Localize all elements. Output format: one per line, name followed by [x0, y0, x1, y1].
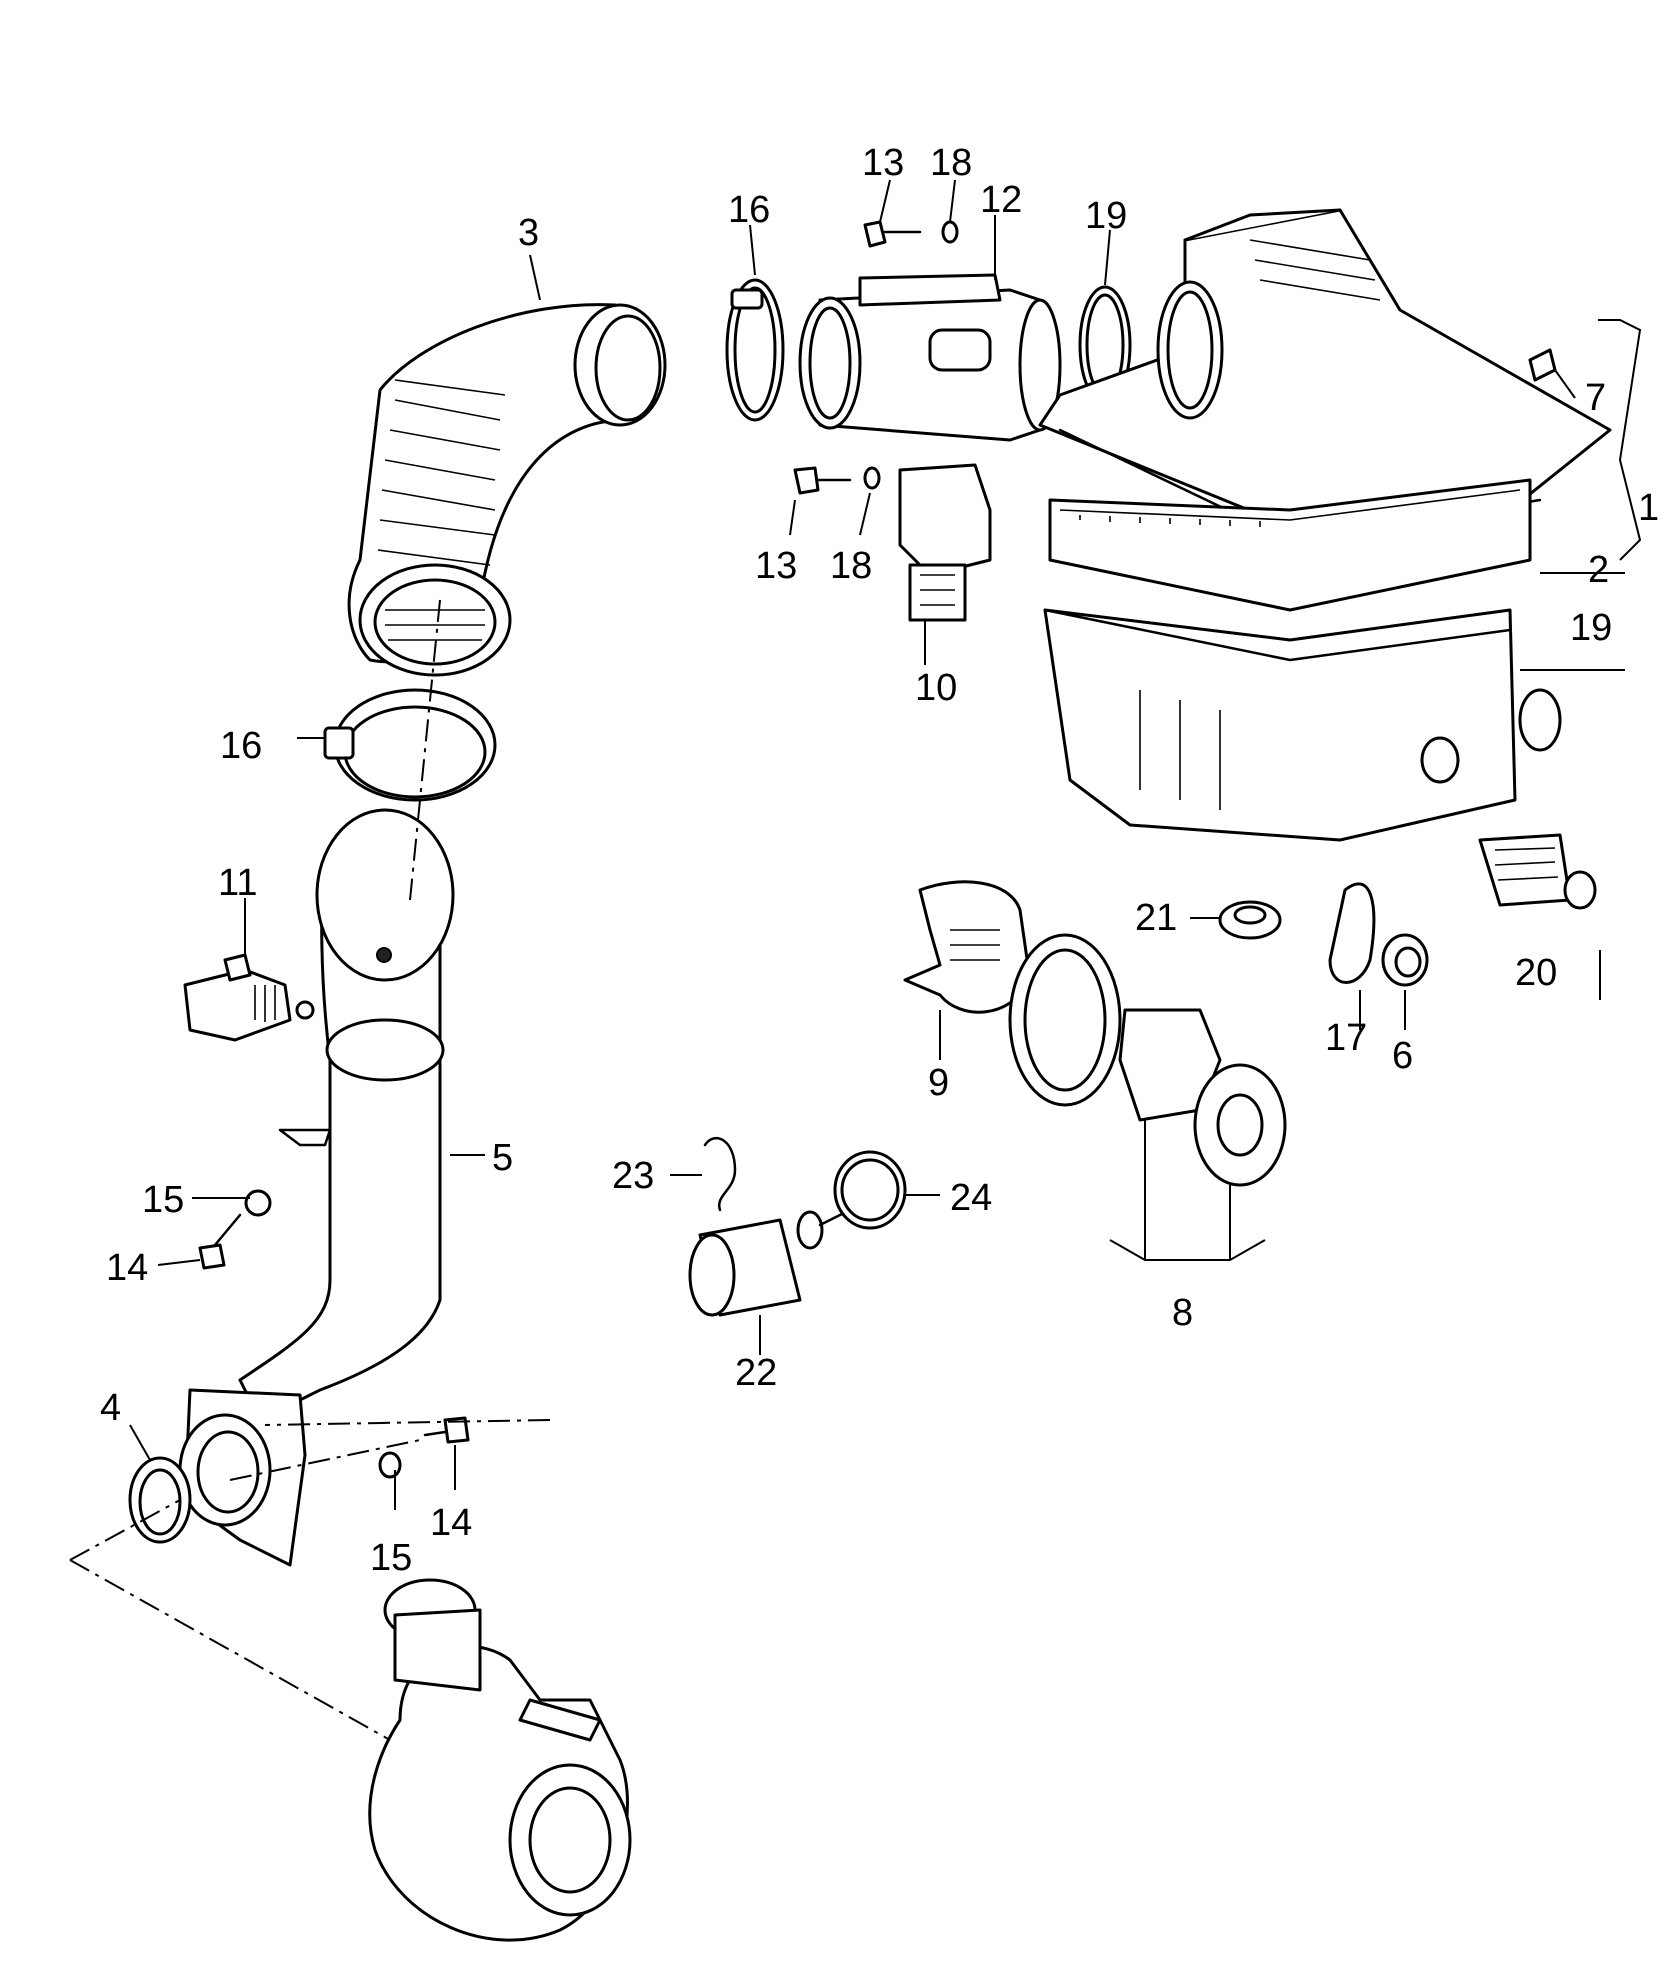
- sensor-connector: [898, 463, 992, 622]
- pressure-pipe: [238, 808, 455, 1422]
- bolt-upper: [863, 220, 922, 248]
- filter-element: [1048, 478, 1532, 612]
- callout-8: 8: [1172, 1292, 1193, 1334]
- callout-17: 17: [1325, 1017, 1367, 1059]
- callout-24: 24: [950, 1177, 992, 1219]
- callout-13-upper: 13: [862, 142, 904, 184]
- callout-11: 11: [218, 862, 257, 904]
- callout-6: 6: [1392, 1035, 1413, 1077]
- callout-12: 12: [980, 179, 1022, 221]
- hose-clamp-lower: [323, 688, 497, 802]
- temperature-sensor: [688, 1208, 852, 1317]
- callout-22: 22: [735, 1352, 777, 1394]
- callout-3: 3: [518, 212, 539, 254]
- callout-18-lower: 18: [830, 545, 872, 587]
- air-filter-lower-housing: [1043, 608, 1562, 842]
- callout-labels: 1 2 3 4 5 6 7 8 9 10 11 12 13 13 14 14 1…: [100, 142, 1659, 1579]
- washer-left: [244, 1189, 272, 1217]
- leader-lines: [129, 179, 1642, 1510]
- callout-10: 10: [915, 667, 957, 709]
- callout-15-left: 15: [142, 1179, 184, 1221]
- callout-9: 9: [928, 1062, 949, 1104]
- callout-1: 1: [1638, 487, 1659, 529]
- retaining-clip: [703, 1136, 737, 1212]
- callout-7: 7: [1585, 377, 1606, 419]
- sealing-ring: [833, 1150, 907, 1230]
- callout-19-upper: 19: [1085, 195, 1127, 237]
- grommet: [1218, 900, 1282, 940]
- seal-small: [1328, 882, 1376, 984]
- hose-clamp-upper: [725, 278, 785, 422]
- pressure-sensor: [183, 953, 315, 1042]
- callout-23: 23: [612, 1155, 654, 1197]
- callout-4: 4: [100, 1387, 121, 1429]
- rubber-buffer: [1478, 833, 1597, 910]
- air-mass-meter: [798, 273, 1062, 442]
- callout-16-lower: 16: [220, 725, 262, 767]
- bolt-lower: [793, 466, 852, 495]
- callout-16-upper: 16: [728, 189, 770, 231]
- callout-19-lower: 19: [1570, 607, 1612, 649]
- callout-14-left: 14: [106, 1247, 148, 1289]
- valve: [1381, 933, 1429, 987]
- bolt-left: [198, 1213, 242, 1270]
- callout-14-right: 14: [430, 1502, 472, 1544]
- clip: [1528, 348, 1557, 382]
- washer-right: [378, 1451, 402, 1479]
- washer-upper: [941, 220, 959, 244]
- callout-20: 20: [1515, 952, 1557, 994]
- turbocharger: [368, 1578, 632, 1942]
- callout-15-right: 15: [370, 1537, 412, 1579]
- callout-5: 5: [492, 1137, 513, 1179]
- washer-lower: [863, 466, 881, 490]
- diaphragm-assembly: [1008, 933, 1287, 1187]
- callout-13-lower: 13: [755, 545, 797, 587]
- bolt-right: [423, 1416, 470, 1444]
- callout-18-upper: 18: [930, 142, 972, 184]
- callout-2: 2: [1588, 549, 1609, 591]
- intake-hose: [347, 303, 667, 677]
- center-lines: [69, 599, 551, 1741]
- flange-outlet: [128, 1388, 307, 1567]
- callout-21: 21: [1135, 897, 1177, 939]
